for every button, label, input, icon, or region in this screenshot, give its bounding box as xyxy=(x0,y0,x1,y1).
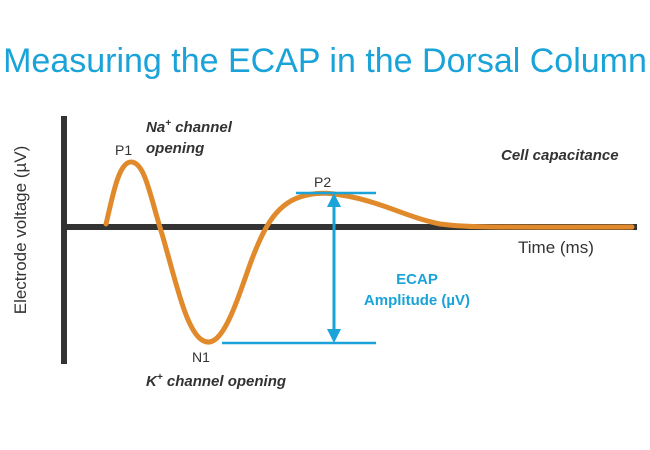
y-axis-label: Electrode voltage (µV) xyxy=(11,146,30,315)
na-channel-text: channel xyxy=(171,119,233,136)
ecap-amplitude-label: Amplitude (µV) xyxy=(364,292,470,309)
cell-capacitance-annotation: Cell capacitance xyxy=(501,147,619,164)
x-axis-label: Time (ms) xyxy=(518,238,594,257)
peak-label-n1: N1 xyxy=(192,349,210,365)
na-channel-annotation-line2: opening xyxy=(146,140,204,157)
ecap-waveform xyxy=(103,159,635,345)
k-text: K xyxy=(146,373,158,390)
na-channel-annotation: Na+ channel xyxy=(146,118,233,136)
k-superscript: + xyxy=(157,372,163,383)
peak-label-p2: P2 xyxy=(314,174,331,190)
arrow-down-icon xyxy=(327,329,341,343)
diagram-title: Measuring the ECAP in the Dorsal Column xyxy=(3,42,647,80)
k-channel-annotation: K+ channel opening xyxy=(146,372,286,390)
na-superscript: + xyxy=(165,118,171,129)
na-text: Na xyxy=(146,119,165,136)
k-channel-text: channel opening xyxy=(163,373,286,390)
arrow-up-icon xyxy=(327,193,341,207)
ecap-label: ECAP xyxy=(396,271,438,288)
peak-label-p1: P1 xyxy=(115,142,132,158)
